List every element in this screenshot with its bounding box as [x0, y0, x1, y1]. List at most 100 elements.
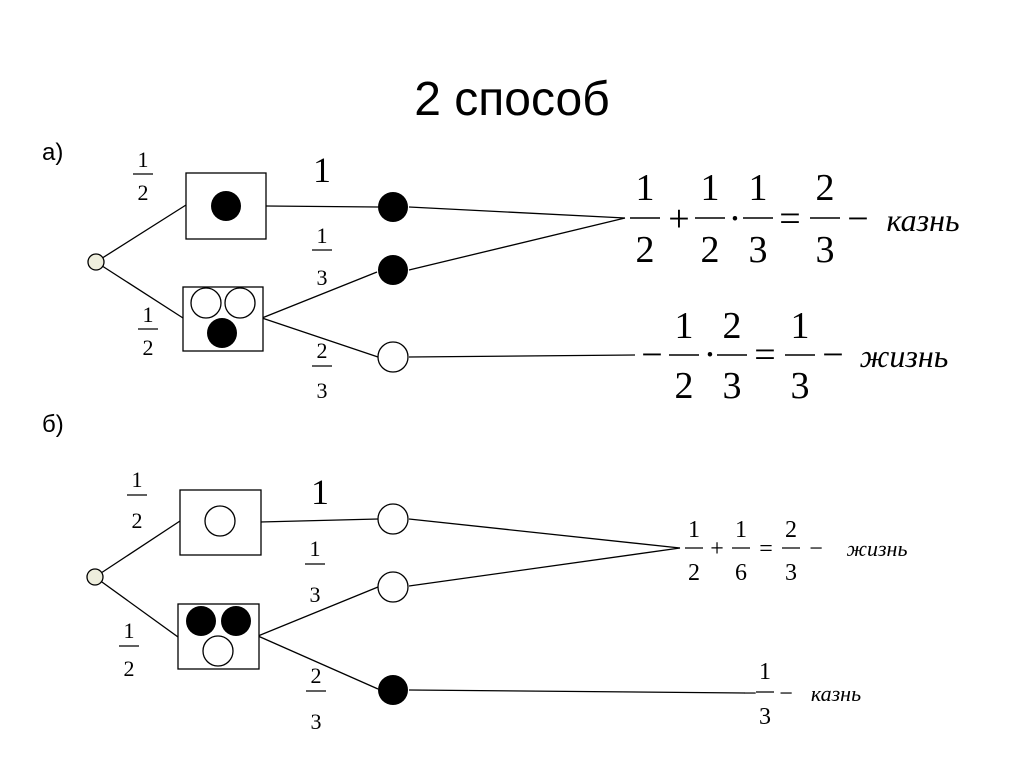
white-ball — [224, 287, 256, 319]
part-a-result-1: 1 2 + 1 2 · 1 3 = 2 3 − казнь — [630, 167, 960, 271]
svg-text:6: 6 — [735, 560, 747, 586]
svg-text:1: 1 — [310, 536, 321, 561]
svg-text:3: 3 — [317, 265, 328, 290]
svg-text:1: 1 — [143, 302, 154, 327]
svg-text:3: 3 — [759, 704, 771, 730]
part-b-result-2: − 1 3 − казнь — [743, 659, 861, 730]
white-ball — [190, 287, 222, 319]
prob-box1-out: 1 — [313, 150, 331, 190]
prob-root-upper: 1 2 — [127, 467, 147, 533]
svg-text:1: 1 — [791, 305, 810, 347]
svg-text:−: − — [822, 334, 843, 376]
svg-text:1: 1 — [132, 467, 143, 492]
svg-text:1: 1 — [675, 305, 694, 347]
svg-text:3: 3 — [816, 229, 835, 271]
prob-root-lower: 1 2 — [119, 618, 139, 681]
prob-box2-up: 1 3 — [305, 536, 325, 607]
svg-text:−: − — [641, 334, 662, 376]
svg-text:2: 2 — [138, 180, 149, 205]
edge-root-box1 — [94, 520, 181, 578]
edge-node3-result2 — [408, 354, 636, 358]
svg-text:2: 2 — [723, 305, 742, 347]
root-node — [86, 568, 104, 586]
edge-node1-result1 — [408, 518, 681, 549]
white-ball — [202, 635, 234, 667]
svg-text:·: · — [704, 334, 717, 376]
svg-text:2: 2 — [132, 508, 143, 533]
black-ball — [186, 606, 216, 636]
outcome-word: казнь — [811, 681, 861, 706]
svg-text:·: · — [729, 198, 742, 240]
svg-text:2: 2 — [785, 517, 797, 543]
svg-text:−: − — [809, 536, 823, 562]
svg-text:1: 1 — [636, 167, 655, 209]
outcome-node-white — [377, 503, 409, 535]
outcome-node-white — [377, 571, 409, 603]
edge-node3-result2 — [408, 689, 746, 694]
outcome-word: жизнь — [860, 338, 949, 374]
svg-text:3: 3 — [749, 229, 768, 271]
prob-root-upper: 1 2 — [133, 147, 153, 205]
part-b-result-1: 1 2 + 1 6 = 2 3 − жизнь — [685, 517, 907, 586]
white-ball — [204, 505, 236, 537]
svg-text:1: 1 — [688, 517, 700, 543]
edge-box1-node1 — [265, 205, 379, 208]
svg-text:2: 2 — [636, 229, 655, 271]
svg-text:1: 1 — [749, 167, 768, 209]
edge-root-box2 — [94, 576, 179, 638]
svg-text:3: 3 — [723, 365, 742, 407]
black-ball — [207, 318, 237, 348]
svg-text:1: 1 — [701, 167, 720, 209]
outcome-node-black — [378, 675, 408, 705]
part-a-branch-probabilities: 1 2 1 2 1 1 3 2 3 — [133, 147, 332, 403]
root-node — [87, 253, 105, 271]
svg-text:2: 2 — [816, 167, 835, 209]
part-a: а) 1 2 1 — [42, 139, 960, 407]
page-title: 2 способ — [414, 73, 609, 126]
part-b: б) 1 2 1 — [42, 411, 907, 734]
svg-text:1: 1 — [759, 659, 771, 685]
svg-text:3: 3 — [791, 365, 810, 407]
edge-box2-node3 — [261, 317, 379, 358]
edge-box2-node2 — [261, 271, 378, 319]
svg-text:1: 1 — [735, 517, 747, 543]
svg-text:2: 2 — [701, 229, 720, 271]
svg-text:3: 3 — [785, 560, 797, 586]
svg-text:+: + — [710, 536, 724, 562]
svg-text:−: − — [847, 198, 868, 240]
edge-node1-result1 — [408, 206, 626, 219]
svg-text:1: 1 — [124, 618, 135, 643]
svg-text:−: − — [743, 681, 757, 707]
edge-box1-node1 — [259, 518, 379, 523]
svg-text:2: 2 — [124, 656, 135, 681]
part-a-result-2: − 1 2 · 2 3 = 1 3 − жизнь — [641, 305, 948, 407]
svg-text:2: 2 — [688, 560, 700, 586]
svg-text:3: 3 — [310, 582, 321, 607]
svg-text:=: = — [779, 198, 800, 240]
part-a-label: а) — [42, 139, 63, 166]
outcome-word: казнь — [886, 202, 959, 238]
svg-text:2: 2 — [317, 338, 328, 363]
edge-box2-node3 — [257, 635, 379, 690]
outcome-node-white — [377, 341, 409, 373]
prob-root-lower: 1 2 — [138, 302, 158, 360]
svg-text:=: = — [759, 536, 773, 562]
prob-box2-down: 2 3 — [312, 338, 332, 403]
part-b-branch-probabilities: 1 2 1 2 1 1 3 2 3 — [119, 467, 329, 734]
black-ball — [211, 191, 241, 221]
svg-text:1: 1 — [317, 223, 328, 248]
prob-box1-out: 1 — [311, 472, 329, 512]
part-b-label: б) — [42, 411, 64, 438]
svg-text:+: + — [668, 198, 689, 240]
svg-text:2: 2 — [143, 335, 154, 360]
outcome-node-black — [378, 255, 408, 285]
outcome-node-black — [378, 192, 408, 222]
edge-node2-result1 — [408, 217, 626, 271]
svg-text:3: 3 — [317, 378, 328, 403]
svg-text:−: − — [779, 681, 793, 707]
part-b-edges — [94, 518, 746, 694]
svg-text:2: 2 — [311, 663, 322, 688]
outcome-word: жизнь — [847, 536, 908, 561]
